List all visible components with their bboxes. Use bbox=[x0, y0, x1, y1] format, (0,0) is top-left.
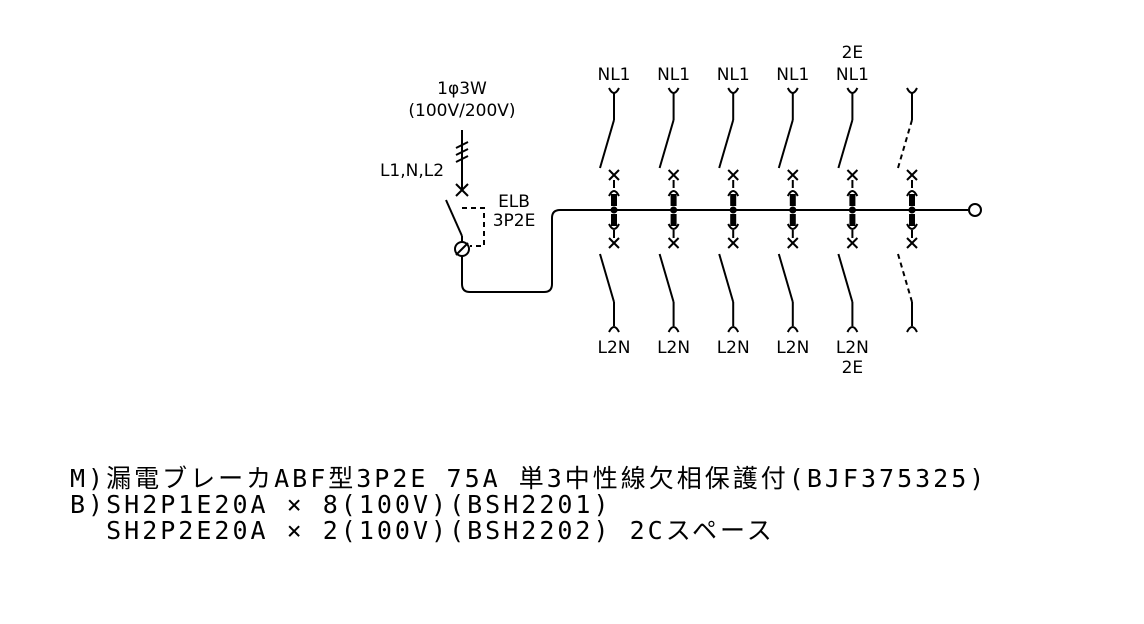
supply-lines-label: L1,N,L2 bbox=[380, 161, 444, 181]
circuit-top-label: NL1 bbox=[657, 65, 690, 85]
bottom-switch-blade bbox=[718, 253, 735, 303]
spec-line-branch-breakers-2: SH2P2E20A × 2(100V)(BSH2202) 2Cスペース bbox=[70, 516, 775, 545]
circuit-top-label: NL1 bbox=[776, 65, 809, 85]
branch-circuit-6 bbox=[897, 87, 918, 333]
circuit-bottom-label: L2N bbox=[717, 338, 750, 358]
circuit-bottom-label: L2N bbox=[597, 338, 630, 358]
contact-block-top bbox=[670, 194, 677, 206]
supply-line bbox=[455, 130, 469, 190]
bottom-terminal bbox=[727, 326, 740, 333]
contact-block-top bbox=[730, 194, 737, 206]
main-elb-breaker-symbol bbox=[445, 183, 485, 257]
main-breaker-type-label: ELB bbox=[498, 192, 530, 212]
circuit-top-label: NL1 bbox=[597, 65, 630, 85]
bottom-terminal bbox=[608, 326, 620, 333]
top-switch-blade bbox=[837, 119, 854, 169]
bottom-terminal bbox=[667, 326, 680, 333]
top-terminal bbox=[846, 87, 859, 94]
top-switch-blade bbox=[777, 119, 794, 169]
top-terminal bbox=[667, 87, 680, 94]
bottom-terminal bbox=[906, 326, 918, 333]
bus-node bbox=[848, 206, 856, 214]
bottom-terminal bbox=[786, 326, 799, 333]
contact-block-bottom bbox=[611, 214, 617, 226]
circuit-top-extra-label: 2E bbox=[842, 43, 864, 63]
top-switch-blade bbox=[718, 119, 735, 169]
top-terminal bbox=[727, 87, 740, 94]
top-switch-blade bbox=[658, 119, 675, 169]
spec-line-branch-breakers-1: B)SH2P1E20A × 8(100V)(BSH2201) bbox=[70, 490, 612, 519]
main-breaker-poles-label: 3P2E bbox=[493, 211, 536, 231]
contact-block-bottom bbox=[849, 214, 856, 226]
bottom-switch-blade bbox=[837, 253, 854, 303]
supply-voltage-label: (100V/200V) bbox=[408, 101, 515, 121]
bus-node bbox=[789, 206, 797, 214]
circuit-top-label: NL1 bbox=[717, 65, 750, 85]
contact-block-bottom bbox=[789, 214, 796, 226]
bus-node bbox=[670, 206, 678, 214]
bus-node bbox=[908, 206, 916, 214]
bottom-switch-blade bbox=[777, 253, 794, 303]
circuit-bottom-extra-label: 2E bbox=[842, 358, 864, 378]
circuit-bottom-label: L2N bbox=[836, 338, 869, 358]
contact-block-top bbox=[789, 194, 796, 206]
spec-line-main-breaker: M)漏電ブレーカABF型3P2E 75A 単3中性線欠相保護付(BJF37532… bbox=[70, 464, 988, 493]
contact-block-bottom bbox=[730, 214, 737, 226]
circuit-bottom-label: L2N bbox=[776, 338, 809, 358]
circuit-top-label: NL1 bbox=[836, 65, 869, 85]
top-terminal bbox=[786, 87, 799, 94]
top-switch-blade bbox=[897, 119, 913, 169]
contact-block-bottom bbox=[909, 214, 915, 226]
contact-block-top bbox=[909, 194, 915, 206]
bottom-switch-blade bbox=[897, 253, 913, 303]
bus-end-terminal bbox=[968, 203, 982, 217]
feeder-line bbox=[461, 209, 968, 293]
top-terminal bbox=[906, 87, 918, 94]
bottom-switch-blade bbox=[599, 253, 615, 303]
contact-block-top bbox=[611, 194, 617, 206]
supply-phase-label: 1φ3W bbox=[437, 79, 487, 99]
contact-block-bottom bbox=[670, 214, 677, 226]
contact-block-top bbox=[849, 194, 856, 206]
top-terminal bbox=[608, 87, 620, 94]
bus-node bbox=[610, 206, 618, 214]
bottom-switch-blade bbox=[658, 253, 675, 303]
bottom-terminal bbox=[846, 326, 859, 333]
circuit-bottom-label: L2N bbox=[657, 338, 690, 358]
bus-node bbox=[729, 206, 737, 214]
top-switch-blade bbox=[599, 119, 615, 169]
